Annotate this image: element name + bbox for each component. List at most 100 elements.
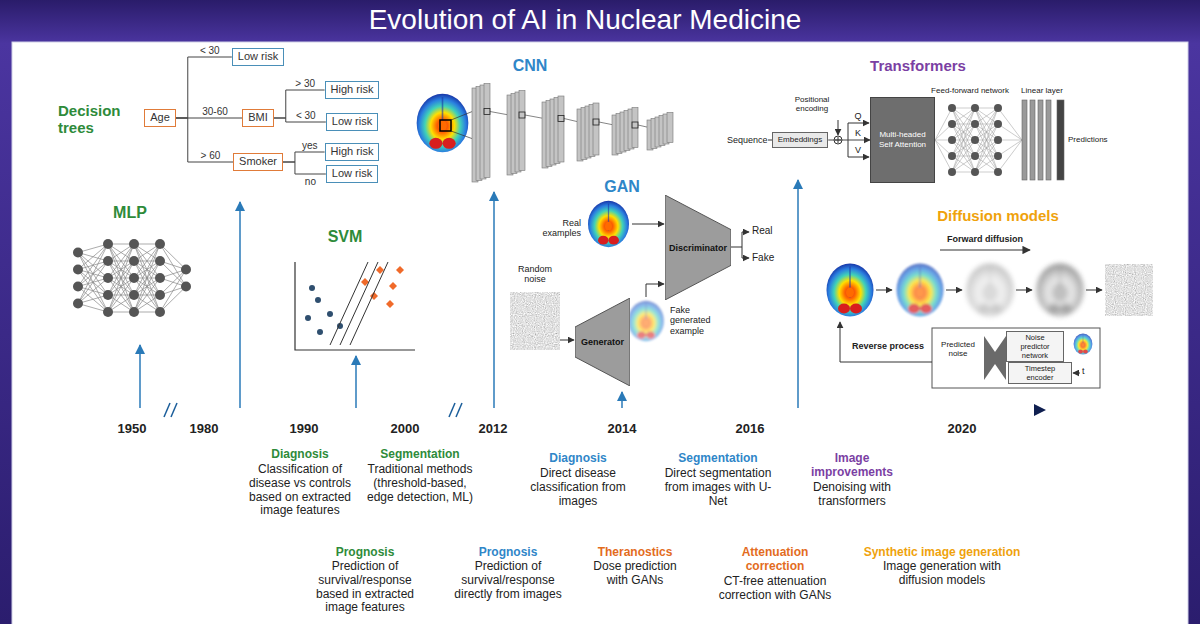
figure-label: Sequence xyxy=(727,135,768,145)
milestone-arrow xyxy=(140,180,798,408)
gan-illustration xyxy=(742,247,749,258)
mlp-network xyxy=(160,287,186,313)
mlp-network xyxy=(155,256,165,266)
axis-break xyxy=(449,403,455,417)
axis-break xyxy=(164,403,170,417)
transformer-illustration xyxy=(975,108,998,124)
transformer-illustration xyxy=(952,124,975,172)
discriminator-block: Discriminator xyxy=(665,195,731,300)
milestone-text: Dose prediction with GANs xyxy=(585,560,685,588)
transformer-illustration xyxy=(971,168,979,176)
milestone-text: Prediction of survival/response directly… xyxy=(441,560,575,601)
mlp-network xyxy=(103,273,113,283)
diffusion-illustration xyxy=(876,290,892,291)
transformer-illustration xyxy=(975,156,998,172)
mlp-network xyxy=(73,248,83,258)
diffusion-illustration xyxy=(1086,290,1102,291)
connector xyxy=(828,140,870,141)
axis-break xyxy=(164,402,463,418)
mlp-network xyxy=(103,239,113,249)
mlp-network xyxy=(108,244,134,295)
year-label: 2000 xyxy=(391,422,420,437)
mlp-network xyxy=(103,307,113,317)
node-text: Timestep encoder xyxy=(1012,364,1068,382)
embedding-box: Embeddings xyxy=(772,132,828,148)
diffusion-illustration xyxy=(967,264,1014,317)
figure-label: Feed-forward network xyxy=(931,86,1009,95)
figure-label: Positional encoding xyxy=(784,95,840,113)
milestone-heading: Prognosis xyxy=(479,546,538,560)
milestone-heading: Segmentation xyxy=(380,448,459,462)
output-label: Real xyxy=(752,225,773,237)
cnn-illustration xyxy=(440,120,451,131)
node-text: Age xyxy=(150,111,170,125)
generator-block: Generator xyxy=(575,298,630,386)
svm-plot xyxy=(305,315,311,321)
cnn-illustration xyxy=(593,119,599,125)
edge-label: 30-60 xyxy=(200,106,230,117)
cnn-illustration xyxy=(490,112,509,116)
node-text: Low risk xyxy=(238,50,278,64)
mlp-network xyxy=(103,290,113,300)
node-text: Discriminator xyxy=(669,243,727,253)
mlp-network xyxy=(129,290,139,300)
transformer-illustration xyxy=(948,152,956,160)
section-title: SVM xyxy=(328,228,363,246)
mlp-network xyxy=(181,282,191,292)
milestone-arrow xyxy=(621,392,623,408)
vector-label: K xyxy=(855,128,861,138)
timeline xyxy=(50,409,1036,412)
diffusion-illustration xyxy=(840,290,1102,388)
section-title: Decision trees xyxy=(58,102,140,137)
diffusion-illustration xyxy=(946,290,962,291)
figure-label: Linear layer xyxy=(1021,86,1063,95)
cnn-illustration xyxy=(484,84,490,178)
cnn-illustration xyxy=(632,108,638,148)
gan-illustration xyxy=(588,201,629,247)
milestone-heading: Attenuation correction xyxy=(730,546,820,574)
milestone-arrow xyxy=(239,202,241,408)
mlp-network xyxy=(129,273,139,283)
diffusion-illustration xyxy=(840,322,932,362)
edge-label: < 30 xyxy=(294,110,318,121)
transformer-illustration xyxy=(948,168,956,176)
transformer-illustration xyxy=(998,140,1022,156)
diffusion-illustration xyxy=(1073,373,1080,374)
cnn-illustration xyxy=(484,109,490,115)
transformer-illustration xyxy=(1046,100,1051,180)
mlp-network xyxy=(155,273,165,283)
transformer-illustration xyxy=(952,108,975,124)
axis-break xyxy=(171,403,177,417)
mlp-network xyxy=(73,299,83,309)
cnn-illustration xyxy=(451,84,673,183)
transformer-illustration xyxy=(1038,100,1043,180)
transformer-illustration xyxy=(998,124,1022,140)
axis-break xyxy=(456,403,462,417)
transformer-illustration xyxy=(768,120,869,157)
diffusion-illustration xyxy=(1037,264,1084,317)
transformer-illustration xyxy=(952,108,975,156)
diffusion-illustration xyxy=(827,264,874,317)
transformer-illustration xyxy=(975,156,998,172)
mlp-network xyxy=(129,239,139,249)
axis-break xyxy=(164,402,178,418)
year-label: 1950 xyxy=(118,422,147,437)
diffusion-illustration xyxy=(1016,290,1032,291)
edge-label: no xyxy=(303,176,318,187)
tree-leaf: Low risk xyxy=(326,113,378,131)
year-label: 2016 xyxy=(736,422,765,437)
milestone-heading: Theranostics xyxy=(598,546,673,560)
page-title: Evolution of AI in Nuclear Medicine xyxy=(0,3,1170,37)
transformer-illustration xyxy=(975,108,998,156)
section-title: CNN xyxy=(513,57,548,75)
cnn-illustration xyxy=(417,84,673,183)
tree-leaf: High risk xyxy=(325,81,380,99)
milestone-text: Direct disease classification from image… xyxy=(518,467,638,508)
milestone-heading: Segmentation xyxy=(678,452,757,466)
year-label: 2012 xyxy=(479,422,508,437)
year-label: 1980 xyxy=(190,422,219,437)
section-title: MLP xyxy=(113,204,147,222)
milestone-text: Image generation with diffusion models xyxy=(867,560,1017,588)
